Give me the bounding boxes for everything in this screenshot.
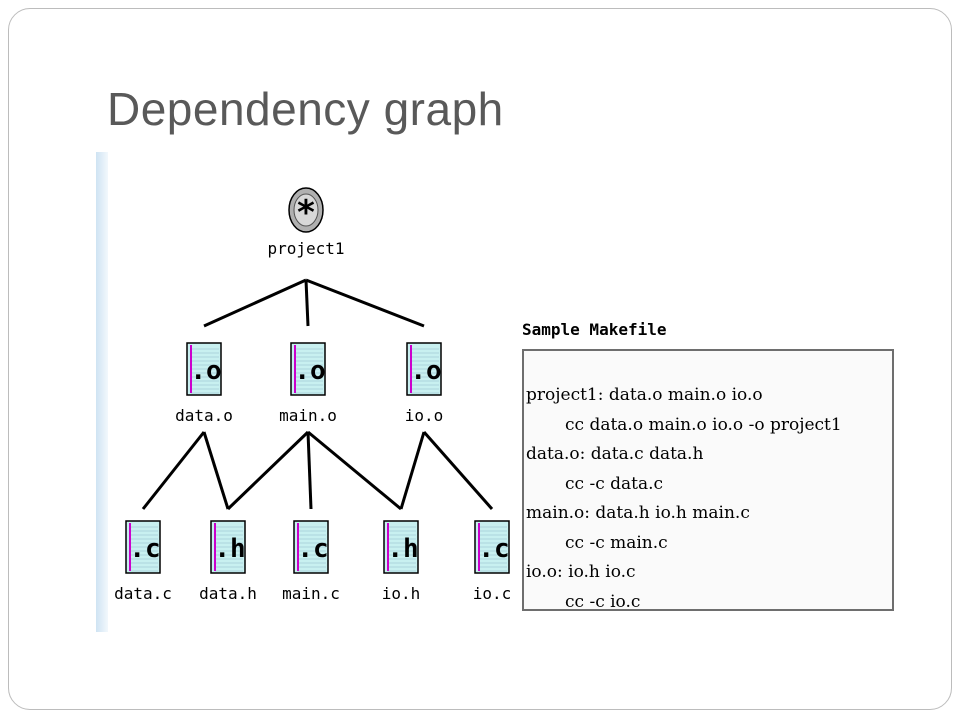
dependency-edge [422,431,494,510]
dependency-edge [306,431,313,510]
makefile-line: cc -c io.c [565,591,641,612]
object-file-icon: .o [186,342,222,396]
dependency-edge [304,279,310,327]
dependency-edge [226,430,310,511]
source-file-icon: .c [125,520,161,574]
makefile-title: Sample Makefile [522,320,667,339]
graph-edges [141,278,494,511]
dependency-edge [307,430,402,511]
makefile-line: cc -c data.c [565,473,664,494]
node-label: io.o [405,406,444,425]
dependency-edge [399,431,426,510]
svg-text:.o: .o [410,356,441,386]
dependency-edge [141,431,206,510]
node-label: main.c [282,584,340,603]
node-label: data.c [114,584,172,603]
node-label: project1 [267,239,344,258]
makefile-box: project1: data.o main.o io.o cc data.o ma… [522,349,894,612]
node-data-o: .o data.o [175,342,233,425]
header-file-icon: .h [383,520,419,574]
source-file-icon: .c [474,520,510,574]
svg-text:.h: .h [214,534,245,564]
node-io-h: .h io.h [382,520,421,603]
svg-text:.o: .o [294,356,325,386]
svg-text:.c: .c [297,534,328,564]
source-file-icon: .c [293,520,329,574]
svg-text:.o: .o [190,356,221,386]
object-file-icon: .o [406,342,442,396]
dependency-diagram: * project1 .o data.o .o main.o .o io.o .c data.c.… [96,152,906,632]
makefile-lines: project1: data.o main.o io.o cc data.o ma… [524,351,892,617]
node-main-o: .o main.o [279,342,337,425]
node-io-o: .o io.o [405,342,444,425]
node-io-c: .c io.c [473,520,512,603]
panel-edge-strip [96,152,108,632]
makefile-line: main.o: data.h io.h main.c [526,503,750,523]
asterisk-target-icon: * [288,187,324,233]
node-project1: * project1 [267,187,345,258]
node-label: io.c [473,584,512,603]
node-label: data.o [175,406,233,425]
graph-nodes: * project1 .o data.o .o main.o .o io.o .c data.c.… [114,187,512,603]
dependency-edge [203,278,307,328]
makefile-line: cc -c main.c [565,532,668,553]
header-file-icon: .h [210,520,246,574]
slide-title: Dependency graph [107,83,504,135]
svg-text:.c: .c [129,534,160,564]
svg-text:.h: .h [387,534,418,564]
node-data-h: .h data.h [199,520,257,603]
makefile-line: data.o: data.c data.h [526,444,704,464]
svg-text:.c: .c [478,534,509,564]
node-label: io.h [382,584,421,603]
node-label: main.o [279,406,337,425]
dependency-graph: * project1 .o data.o .o main.o .o io.o .c data.c.… [114,187,512,603]
node-data-c: .c data.c [114,520,172,603]
node-label: data.h [199,584,257,603]
svg-text:*: * [296,193,316,233]
dependency-edge [202,431,230,510]
makefile-line: project1: data.o main.o io.o [526,385,763,405]
makefile-line: io.o: io.h io.c [526,562,636,582]
node-main-c: .c main.c [282,520,340,603]
object-file-icon: .o [290,342,326,396]
makefile-line: cc data.o main.o io.o -o project1 [565,414,842,435]
dependency-edge [305,278,425,328]
